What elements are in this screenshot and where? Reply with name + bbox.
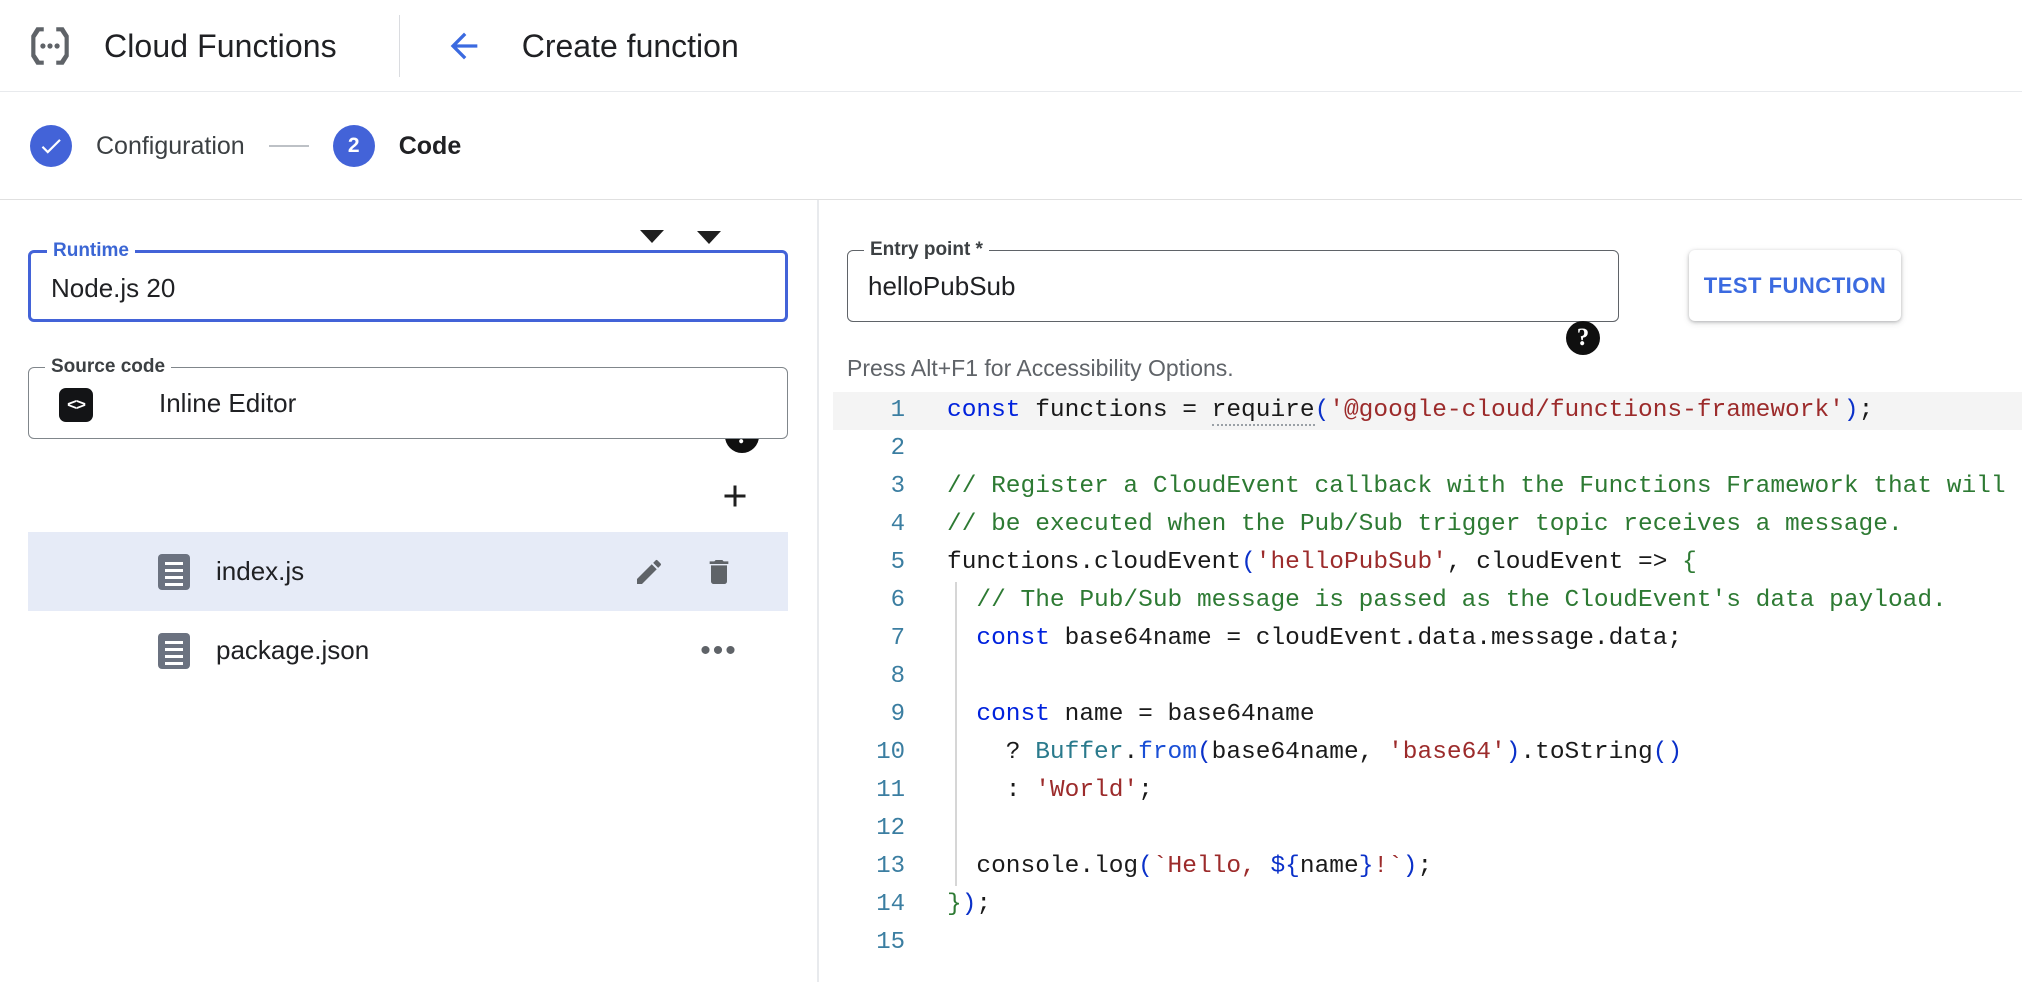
indent-guide bbox=[955, 848, 957, 886]
indent-guide bbox=[955, 582, 957, 620]
source-code-value: Inline Editor bbox=[159, 388, 297, 418]
line-content: const name = base64name bbox=[976, 701, 1315, 728]
line-number: 9 bbox=[890, 701, 905, 728]
line-number: 7 bbox=[890, 625, 905, 652]
line-number: 3 bbox=[890, 473, 905, 500]
step-code[interactable]: 2 Code bbox=[332, 125, 462, 167]
step-code-label: Code bbox=[398, 131, 462, 160]
arrow-back-icon[interactable] bbox=[444, 26, 484, 66]
product-title: Cloud Functions bbox=[104, 27, 337, 64]
code-line[interactable]: 9 const name = base64name bbox=[833, 696, 2022, 734]
appbar-rule bbox=[0, 91, 2022, 92]
line-number: 1 bbox=[890, 397, 905, 424]
code-line[interactable]: 7 const base64name = cloudEvent.data.mes… bbox=[833, 620, 2022, 658]
inline-code-icon: <> bbox=[59, 388, 93, 422]
file-document-icon bbox=[158, 553, 190, 590]
accessibility-hint: Press Alt+F1 for Accessibility Options. bbox=[847, 355, 1234, 381]
line-number: 15 bbox=[876, 929, 905, 956]
right-panel: Entry point * helloPubSub ? TEST FUNCTIO… bbox=[819, 200, 2022, 982]
runtime-label: Runtime bbox=[47, 240, 135, 262]
app-bar: Cloud Functions Create function bbox=[0, 0, 2022, 92]
code-line[interactable]: 14}); bbox=[833, 886, 2022, 924]
line-number: 2 bbox=[890, 435, 905, 462]
step-code-badge: 2 bbox=[332, 125, 375, 167]
runtime-select[interactable]: Runtime Node.js 20 bbox=[28, 240, 788, 322]
plus-icon[interactable] bbox=[715, 476, 755, 516]
file-row-actions: ••• bbox=[700, 611, 738, 690]
line-content: // The Pub/Sub message is passed as the … bbox=[947, 587, 1947, 614]
code-line[interactable]: 11 : 'World'; bbox=[833, 772, 2022, 810]
chevron-down-icon[interactable] bbox=[697, 231, 721, 244]
code-line[interactable]: 13 console.log(`Hello, ${name}!`); bbox=[833, 848, 2022, 886]
help-circle-icon[interactable]: ? bbox=[1566, 321, 1600, 355]
file-row-index-js[interactable]: index.js bbox=[28, 532, 788, 611]
indent-guide bbox=[955, 696, 957, 734]
more-options-glyph: ••• bbox=[700, 633, 738, 667]
file-name: package.json bbox=[216, 635, 370, 665]
indent-guide bbox=[955, 810, 957, 848]
edit-pencil-icon[interactable] bbox=[632, 555, 666, 589]
left-panel: Runtime Node.js 20 ? Source code <> Inli… bbox=[0, 200, 817, 982]
file-name: index.js bbox=[216, 556, 305, 586]
line-content: : 'World'; bbox=[947, 777, 1153, 804]
line-number: 12 bbox=[876, 815, 905, 842]
line-number: 4 bbox=[890, 511, 905, 538]
stepper-rule bbox=[0, 199, 2022, 200]
chevron-down-icon[interactable] bbox=[640, 230, 664, 243]
code-line[interactable]: 12 bbox=[833, 810, 2022, 848]
page-title: Create function bbox=[521, 27, 739, 64]
line-number: 6 bbox=[890, 587, 905, 614]
appbar-divider bbox=[398, 15, 400, 77]
file-row-actions bbox=[632, 532, 736, 611]
step-configuration[interactable]: Configuration bbox=[30, 125, 245, 167]
line-content: functions.cloudEvent('helloPubSub', clou… bbox=[947, 549, 1697, 576]
entry-point-input[interactable]: Entry point * helloPubSub ? bbox=[847, 239, 1619, 355]
delete-trash-icon[interactable] bbox=[702, 555, 736, 589]
runtime-value: Node.js 20 bbox=[51, 273, 176, 303]
code-line[interactable]: 10 ? Buffer.from(base64name, 'base64').t… bbox=[833, 734, 2022, 772]
line-content: // be executed when the Pub/Sub trigger … bbox=[947, 511, 1903, 538]
add-file-row bbox=[28, 460, 788, 532]
code-line[interactable]: 4 // be executed when the Pub/Sub trigger… bbox=[833, 506, 2022, 544]
line-content: console.log(`Hello, ${name}!`); bbox=[947, 853, 1433, 880]
indent-guide bbox=[955, 772, 957, 810]
indent-guide bbox=[955, 658, 957, 696]
line-number: 13 bbox=[876, 853, 905, 880]
source-code-select[interactable]: Source code <> Inline Editor bbox=[28, 356, 788, 439]
line-number: 5 bbox=[890, 549, 905, 576]
source-code-label: Source code bbox=[45, 356, 172, 378]
code-line[interactable]: 1 const functions = require('@google-clou… bbox=[833, 392, 2022, 430]
line-content: }); bbox=[947, 891, 992, 918]
column-divider bbox=[817, 200, 819, 982]
file-list: index.js package.json ••• bbox=[28, 532, 788, 690]
cloud-functions-logo-icon bbox=[22, 18, 78, 74]
file-document-icon bbox=[158, 632, 190, 669]
indent-guide bbox=[955, 734, 957, 772]
code-editor[interactable]: 1 const functions = require('@google-clou… bbox=[833, 392, 2022, 982]
test-function-button[interactable]: TEST FUNCTION bbox=[1689, 250, 1901, 321]
step-configuration-label: Configuration bbox=[96, 131, 245, 160]
code-line[interactable]: 8 bbox=[833, 658, 2022, 696]
code-line[interactable]: 2 bbox=[833, 430, 2022, 468]
entry-point-value: helloPubSub bbox=[868, 271, 1016, 301]
more-options-icon[interactable]: ••• bbox=[700, 633, 738, 668]
line-content: const functions = require('@google-cloud… bbox=[947, 397, 1874, 426]
line-number: 11 bbox=[876, 777, 905, 804]
line-content: // Register a CloudEvent callback with t… bbox=[947, 473, 2006, 500]
code-line[interactable]: 15 bbox=[833, 924, 2022, 962]
code-line[interactable]: 6 // The Pub/Sub message is passed as th… bbox=[833, 582, 2022, 620]
code-line[interactable]: 3 // Register a CloudEvent callback with … bbox=[833, 468, 2022, 506]
line-number: 8 bbox=[890, 663, 905, 690]
file-row-package-json[interactable]: package.json ••• bbox=[28, 611, 788, 690]
step-connector bbox=[268, 145, 309, 147]
step-configuration-badge bbox=[30, 125, 72, 167]
line-content: const base64name = cloudEvent.data.messa… bbox=[976, 625, 1683, 652]
indent-guide bbox=[955, 620, 957, 658]
code-line[interactable]: 5 functions.cloudEvent('helloPubSub', clo… bbox=[833, 544, 2022, 582]
line-number: 14 bbox=[876, 891, 905, 918]
line-number: 10 bbox=[876, 739, 905, 766]
line-content: ? Buffer.from(base64name, 'base64').toSt… bbox=[947, 739, 1683, 766]
stepper: Configuration 2 Code bbox=[0, 92, 2022, 200]
entry-point-label: Entry point * bbox=[864, 239, 989, 261]
